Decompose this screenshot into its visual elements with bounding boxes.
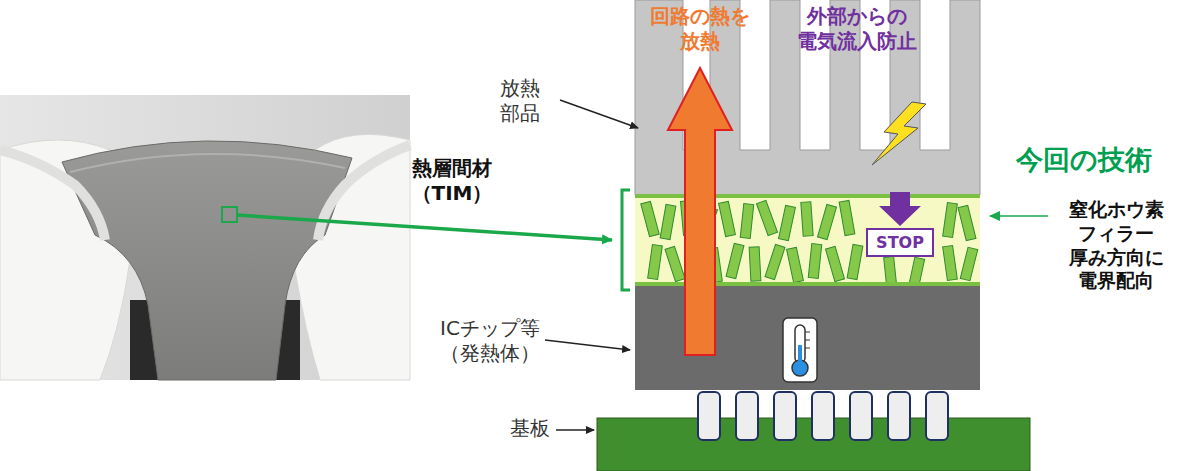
box-text: STOP <box>876 233 924 252</box>
thermometer-icon <box>783 318 817 382</box>
leader-line <box>545 100 638 430</box>
text-label: 窒化ホウ素 フィラー 厚み方向に 電界配向 <box>1069 198 1164 293</box>
bracket <box>622 190 630 290</box>
sheet-photo <box>0 95 410 380</box>
block-arrow <box>879 192 921 226</box>
heat-flow-arrow <box>668 68 732 355</box>
text-label: 基板 <box>510 416 550 441</box>
text-label: ICチップ等 （発熱体） <box>440 316 540 366</box>
text-label: 外部からの 電気流入防止 <box>797 4 917 54</box>
solder-pins <box>698 392 948 440</box>
text-label: 今回の技術 <box>1016 143 1152 177</box>
text-label: 熱層間材 （TIM） <box>412 156 493 206</box>
pointer-line <box>237 215 612 240</box>
leader-line <box>990 215 1048 217</box>
lightning-symbol <box>872 102 926 165</box>
text-label: 放熱 部品 <box>500 76 540 126</box>
text-label: 回路の熱を 放熱 <box>650 4 750 54</box>
stop-box: STOP <box>866 228 934 257</box>
